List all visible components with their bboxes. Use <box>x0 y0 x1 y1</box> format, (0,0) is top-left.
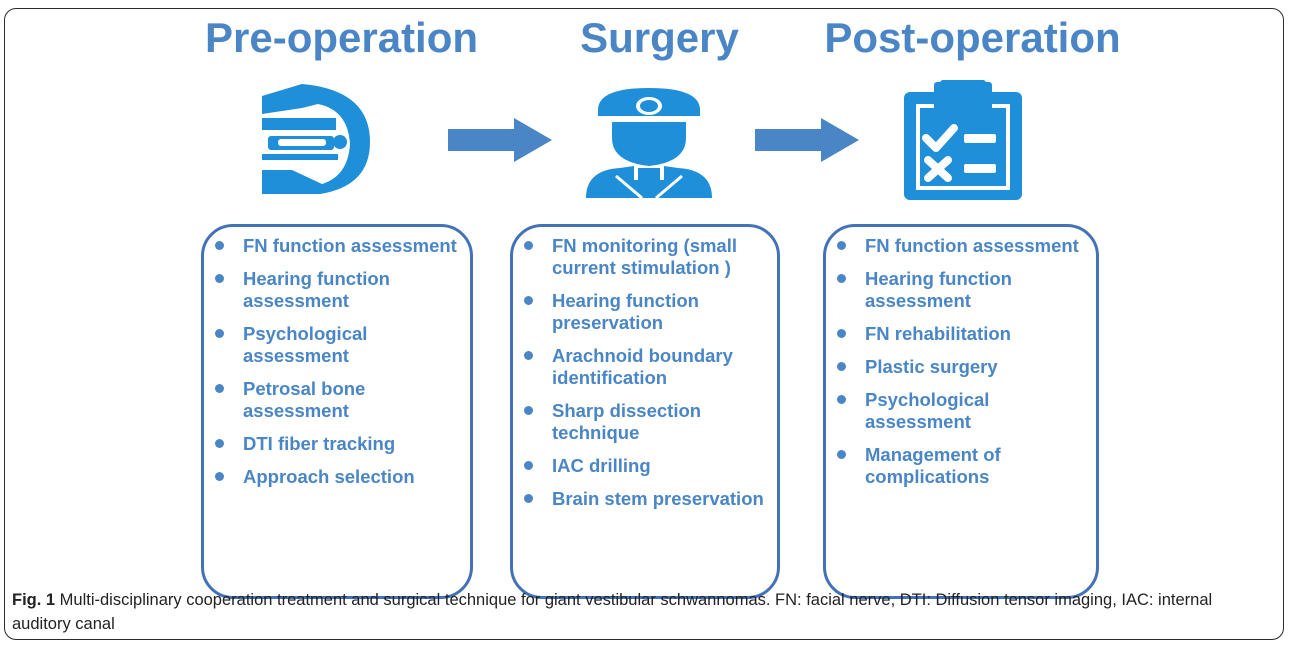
list-item: IAC drilling <box>513 455 777 477</box>
list-item: Brain stem preservation <box>513 488 777 510</box>
list-item: Psychological assessment <box>826 389 1096 433</box>
bullet-dot-icon <box>215 274 224 283</box>
stage-title-post-operation: Post-operation <box>824 14 1121 61</box>
figure-frame <box>4 8 1284 640</box>
list-item: Petrosal bone assessment <box>204 378 470 422</box>
list-item: FN function assessment <box>826 235 1096 257</box>
list-item: FN function assessment <box>204 235 470 257</box>
pre-operation-box: FN function assessment Hearing function … <box>201 224 473 599</box>
bullet-dot-icon <box>215 329 224 338</box>
list-item: DTI fiber tracking <box>204 433 470 455</box>
list-item: Management of complications <box>826 444 1096 488</box>
bullet-dot-icon <box>215 439 224 448</box>
bullet-dot-icon <box>215 241 224 250</box>
bullet-dot-icon <box>837 274 846 283</box>
bullet-dot-icon <box>837 362 846 371</box>
bullet-dot-icon <box>524 461 533 470</box>
arrow-right-icon <box>448 118 552 162</box>
list-item: Approach selection <box>204 466 470 488</box>
arrow-right-icon <box>755 118 859 162</box>
post-operation-list: FN function assessment Hearing function … <box>826 235 1096 499</box>
pre-operation-list: FN function assessment Hearing function … <box>204 235 470 499</box>
list-item: FN monitoring (small current stimulation… <box>513 235 777 279</box>
bullet-dot-icon <box>524 494 533 503</box>
list-item: Plastic surgery <box>826 356 1096 378</box>
caption-label: Fig. 1 <box>12 591 56 609</box>
list-item: Arachnoid boundary identification <box>513 345 777 389</box>
bullet-dot-icon <box>215 384 224 393</box>
post-operation-box: FN function assessment Hearing function … <box>823 224 1099 599</box>
list-item: Hearing function assessment <box>204 268 470 312</box>
caption-text: Multi-disciplinary cooperation treatment… <box>12 591 1213 633</box>
bullet-dot-icon <box>837 450 846 459</box>
list-item: Hearing function assessment <box>826 268 1096 312</box>
bullet-dot-icon <box>837 329 846 338</box>
stage-title-surgery: Surgery <box>580 14 739 61</box>
list-item: Psychological assessment <box>204 323 470 367</box>
list-item: Hearing function preservation <box>513 290 777 334</box>
figure-caption: Fig. 1 Multi-disciplinary cooperation tr… <box>12 588 1274 636</box>
stage-title-pre-operation: Pre-operation <box>205 14 479 61</box>
bullet-dot-icon <box>215 472 224 481</box>
bullet-dot-icon <box>524 241 533 250</box>
ct-scanner-icon <box>262 84 370 194</box>
clipboard-checklist-icon <box>904 80 1022 200</box>
bullet-dot-icon <box>524 406 533 415</box>
bullet-dot-icon <box>524 296 533 305</box>
bullet-dot-icon <box>524 351 533 360</box>
surgery-box: FN monitoring (small current stimulation… <box>510 224 780 599</box>
bullet-dot-icon <box>837 241 846 250</box>
bullet-dot-icon <box>837 395 846 404</box>
list-item: Sharp dissection technique <box>513 400 777 444</box>
list-item: FN rehabilitation <box>826 323 1096 345</box>
surgery-list: FN monitoring (small current stimulation… <box>513 235 777 521</box>
surgeon-icon <box>586 88 712 198</box>
